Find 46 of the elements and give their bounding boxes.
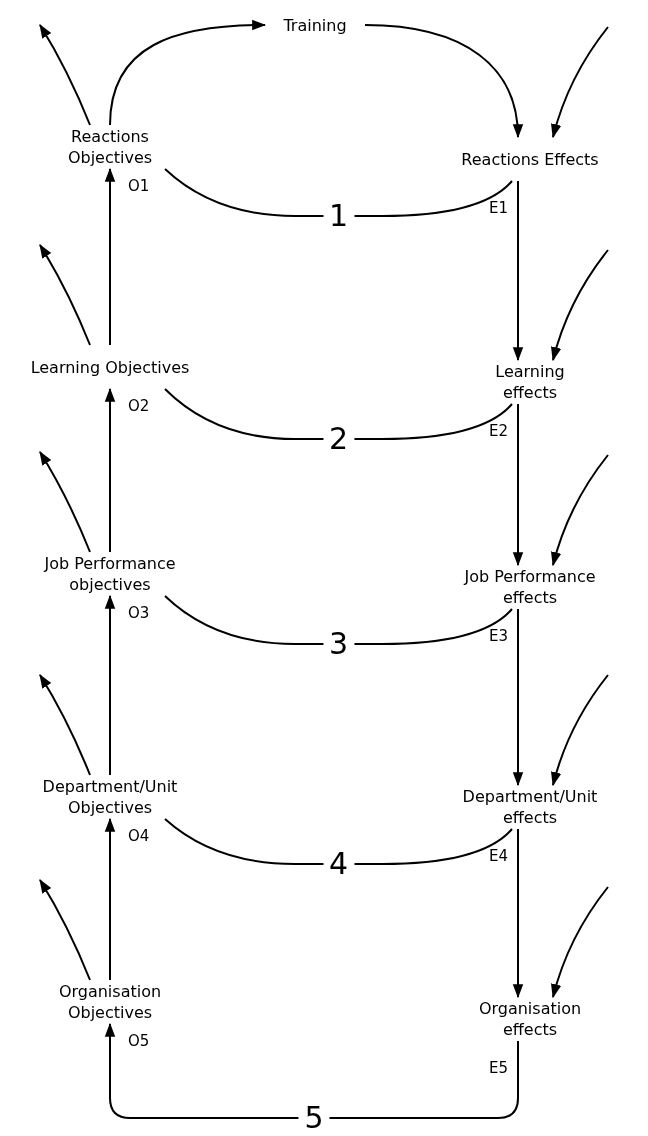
arrow	[39, 451, 91, 553]
node-label: Job Performance effects	[462, 566, 597, 608]
arrow	[39, 879, 91, 981]
arrow	[109, 20, 267, 126]
arrow	[551, 886, 609, 999]
node-label: Learning Objectives	[30, 356, 190, 378]
node-label: Learning effects	[494, 361, 566, 403]
arrow	[104, 817, 116, 981]
arrow	[512, 403, 524, 567]
connector-line	[164, 595, 513, 645]
arrow	[551, 249, 609, 362]
arrow	[39, 674, 91, 776]
arrow	[551, 674, 609, 787]
code-label: E3	[488, 627, 508, 645]
node-label: Job Performance objectives	[42, 553, 177, 595]
connector-line	[164, 388, 513, 440]
code-label: O1	[128, 177, 150, 195]
arrow	[104, 167, 116, 346]
arrow	[512, 828, 524, 999]
connector-line	[164, 168, 513, 217]
code-label: E5	[488, 1059, 508, 1077]
arrow	[39, 244, 91, 346]
arrow	[104, 387, 116, 553]
node-label: Department/Unit Objectives	[41, 776, 179, 818]
arrow	[551, 454, 609, 567]
node-label: Training	[283, 14, 347, 36]
code-label: O2	[128, 397, 150, 415]
code-label: E4	[488, 847, 508, 865]
node-label: Organisation effects	[477, 998, 583, 1040]
code-label: O5	[128, 1032, 150, 1050]
code-label: O4	[128, 827, 150, 845]
code-label: E2	[488, 422, 508, 440]
arrow	[104, 594, 116, 776]
arrow	[104, 1022, 519, 1119]
connector-line	[164, 818, 513, 865]
arrow	[512, 608, 524, 787]
code-label: E1	[488, 199, 508, 217]
node-label: Reactions Effects	[461, 148, 599, 170]
code-label: O3	[128, 604, 150, 622]
arrow	[512, 180, 524, 362]
node-label: Organisation Objectives	[57, 981, 163, 1023]
node-label: Reactions Objectives	[66, 126, 154, 168]
arrow	[364, 24, 523, 139]
arrow	[39, 24, 91, 126]
arrow	[551, 26, 609, 139]
node-label: Department/Unit effects	[461, 786, 599, 828]
